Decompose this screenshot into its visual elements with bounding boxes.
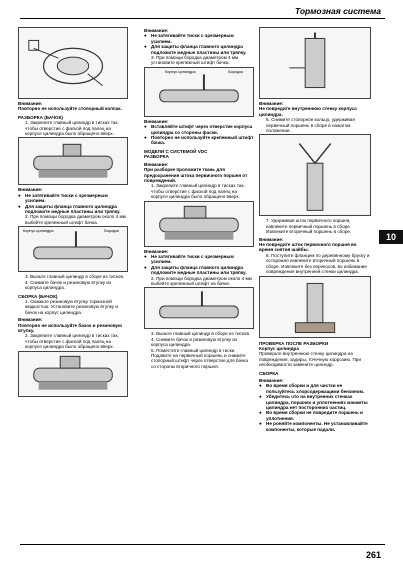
figure-vise (18, 137, 128, 186)
figure-snap-ring (259, 134, 371, 217)
illustration (159, 205, 239, 240)
attention-heading: Внимание: (18, 317, 43, 323)
bullet-item: Для защиты фланца главного цилиндра подл… (144, 44, 254, 55)
bullet-item: Не затягивайте тиски с чрезмерным усилие… (18, 193, 128, 204)
attention-heading: Внимание: (144, 28, 169, 33)
bullet-item: Убедитесь что на внутренних стенках цили… (259, 394, 371, 410)
step-text: 3. Выньте главный цилиндр в сборе из тис… (25, 274, 125, 280)
sub-heading: РАЗБОРКА (144, 154, 169, 160)
illustration (33, 355, 113, 390)
column-3: Внимание: Не повредите внутреннюю стенку… (259, 26, 371, 432)
attention-heading: Внимание: (259, 236, 284, 242)
figure-stopper-pin (259, 27, 371, 99)
attention-text: Повторно не используйте бачок и резинову… (18, 322, 123, 333)
figure-label: Корпус цилиндра (23, 229, 54, 234)
step-text: 2. При помощи бородка диаметром около 4 … (151, 275, 252, 286)
figure-label: Бородок (228, 69, 243, 74)
attention-heading: Внимание: (18, 187, 43, 193)
figure-wood-block (259, 275, 371, 338)
bullet-item: Для защиты фланца главного цилиндра подл… (144, 265, 254, 276)
section-heading: ПРОВЕРКА ПОСЛЕ РАЗБОРКИ (259, 340, 329, 346)
bullet-item: Не затягивайте тиски с чрезмерным усилие… (144, 33, 254, 44)
attention-text: Повторно не используйте стопорный колпак… (18, 106, 122, 112)
illustration (33, 231, 113, 260)
figure-label: Бородок (104, 229, 119, 234)
bullet-item: Не роняйте компоненты. Не устанавливайте… (259, 421, 371, 432)
bullet-item: Во время сборки и для чистки не пользуйт… (259, 383, 371, 394)
step-text: 1. Смажьте резиновую втулку тормозной жи… (25, 298, 118, 315)
step-text: 1. Закрепите главный цилиндр в тисках та… (25, 120, 119, 137)
figure-vise-2 (18, 350, 128, 397)
column-2: Внимание: Не затягивайте тиски с чрезмер… (144, 26, 254, 369)
page-header: Тормозная система (0, 0, 403, 24)
page-number: 261 (365, 550, 381, 560)
bullet-item: Не затягивайте тиски с чрезмерным усилие… (144, 254, 254, 265)
sub-heading: Корпус цилиндра (259, 345, 299, 351)
figure-vise-vdc (144, 200, 254, 247)
column-1: Внимание: Повторно не используйте стопор… (18, 26, 128, 399)
illustration (28, 39, 104, 86)
section-heading: МОДЕЛИ С СИСТЕМОЙ VDC (144, 148, 208, 154)
section-tab: 10 (379, 230, 403, 244)
illustration (33, 144, 113, 179)
attention-text: Не повредите шток первичного поршня во в… (259, 242, 357, 253)
footer-rule (20, 544, 385, 545)
attention-heading: Внимание: (18, 101, 43, 106)
attention-text: Не повредите внутреннюю стенку корпуса ц… (259, 106, 357, 117)
illustration (294, 282, 336, 333)
step-text: 5. Поместите главный цилиндр в тиски. По… (151, 347, 248, 369)
step-text: 3. Выньте главный цилиндр в сборе из тис… (151, 331, 251, 337)
figure-punch: Корпус цилиндра Бородок (18, 226, 128, 273)
step-text: 2. Закрепите главный цилиндр в тисках та… (25, 333, 119, 350)
figure-pin-install: Корпус цилиндра Бородок (144, 66, 254, 117)
attention-heading: Внимание: (144, 118, 169, 124)
bullet-item: Во время сборки не повредите поршень и у… (259, 410, 371, 421)
illustration (159, 291, 239, 319)
header-rule (20, 18, 385, 19)
illustration (159, 74, 239, 103)
attention-heading: Внимание: (259, 377, 284, 383)
figure-punch-vdc (144, 287, 254, 330)
figure-stopper-cap (18, 27, 128, 99)
step-text: 3. При помощи бородка диаметром 4 мм уст… (151, 55, 239, 66)
attention-heading: Внимание: (259, 101, 284, 106)
bullet-item: Вставляйте штифт через отверстие корпуса… (144, 124, 254, 135)
step-text: 4. Снимите бачок и резиновую втулку из к… (25, 279, 111, 291)
section-heading: СБОРКА (БАЧОК) (18, 293, 58, 299)
section-heading: СБОРКА (259, 370, 279, 376)
section-heading: РАЗБОРКА (БАЧОК) (18, 114, 63, 120)
figure-label: Корпус цилиндра (165, 69, 196, 74)
step-text: 2. При помощи бородка диаметром около 4 … (25, 214, 126, 225)
page-title: Тормозная система (294, 6, 381, 16)
bullet-item: Для защиты фланца главного цилиндра подл… (18, 204, 128, 215)
step-text: 1. Закрепите главный цилиндр в тисках та… (151, 183, 245, 200)
step-text: 7. Удерживая шток первичного поршня, изв… (266, 218, 352, 235)
illustration (298, 143, 332, 212)
step-text: 8. Поступите фланцем по деревянному брус… (266, 252, 370, 275)
attention-heading: Внимание: (144, 161, 169, 167)
bullet-item: Повторно не используйте крепежный штифт … (144, 135, 254, 146)
body-text: Проверьте внутреннюю стенку цилиндра на … (259, 351, 361, 368)
step-text: 4. Снимите бачок и резиновую втулку из к… (151, 336, 237, 348)
step-text: 6. Снимите стопорное кольцо, удерживая п… (266, 117, 355, 134)
attention-heading: Внимание: (144, 248, 169, 254)
illustration (289, 32, 326, 89)
attention-text: При разборке проложите ткань для предохр… (144, 167, 248, 183)
